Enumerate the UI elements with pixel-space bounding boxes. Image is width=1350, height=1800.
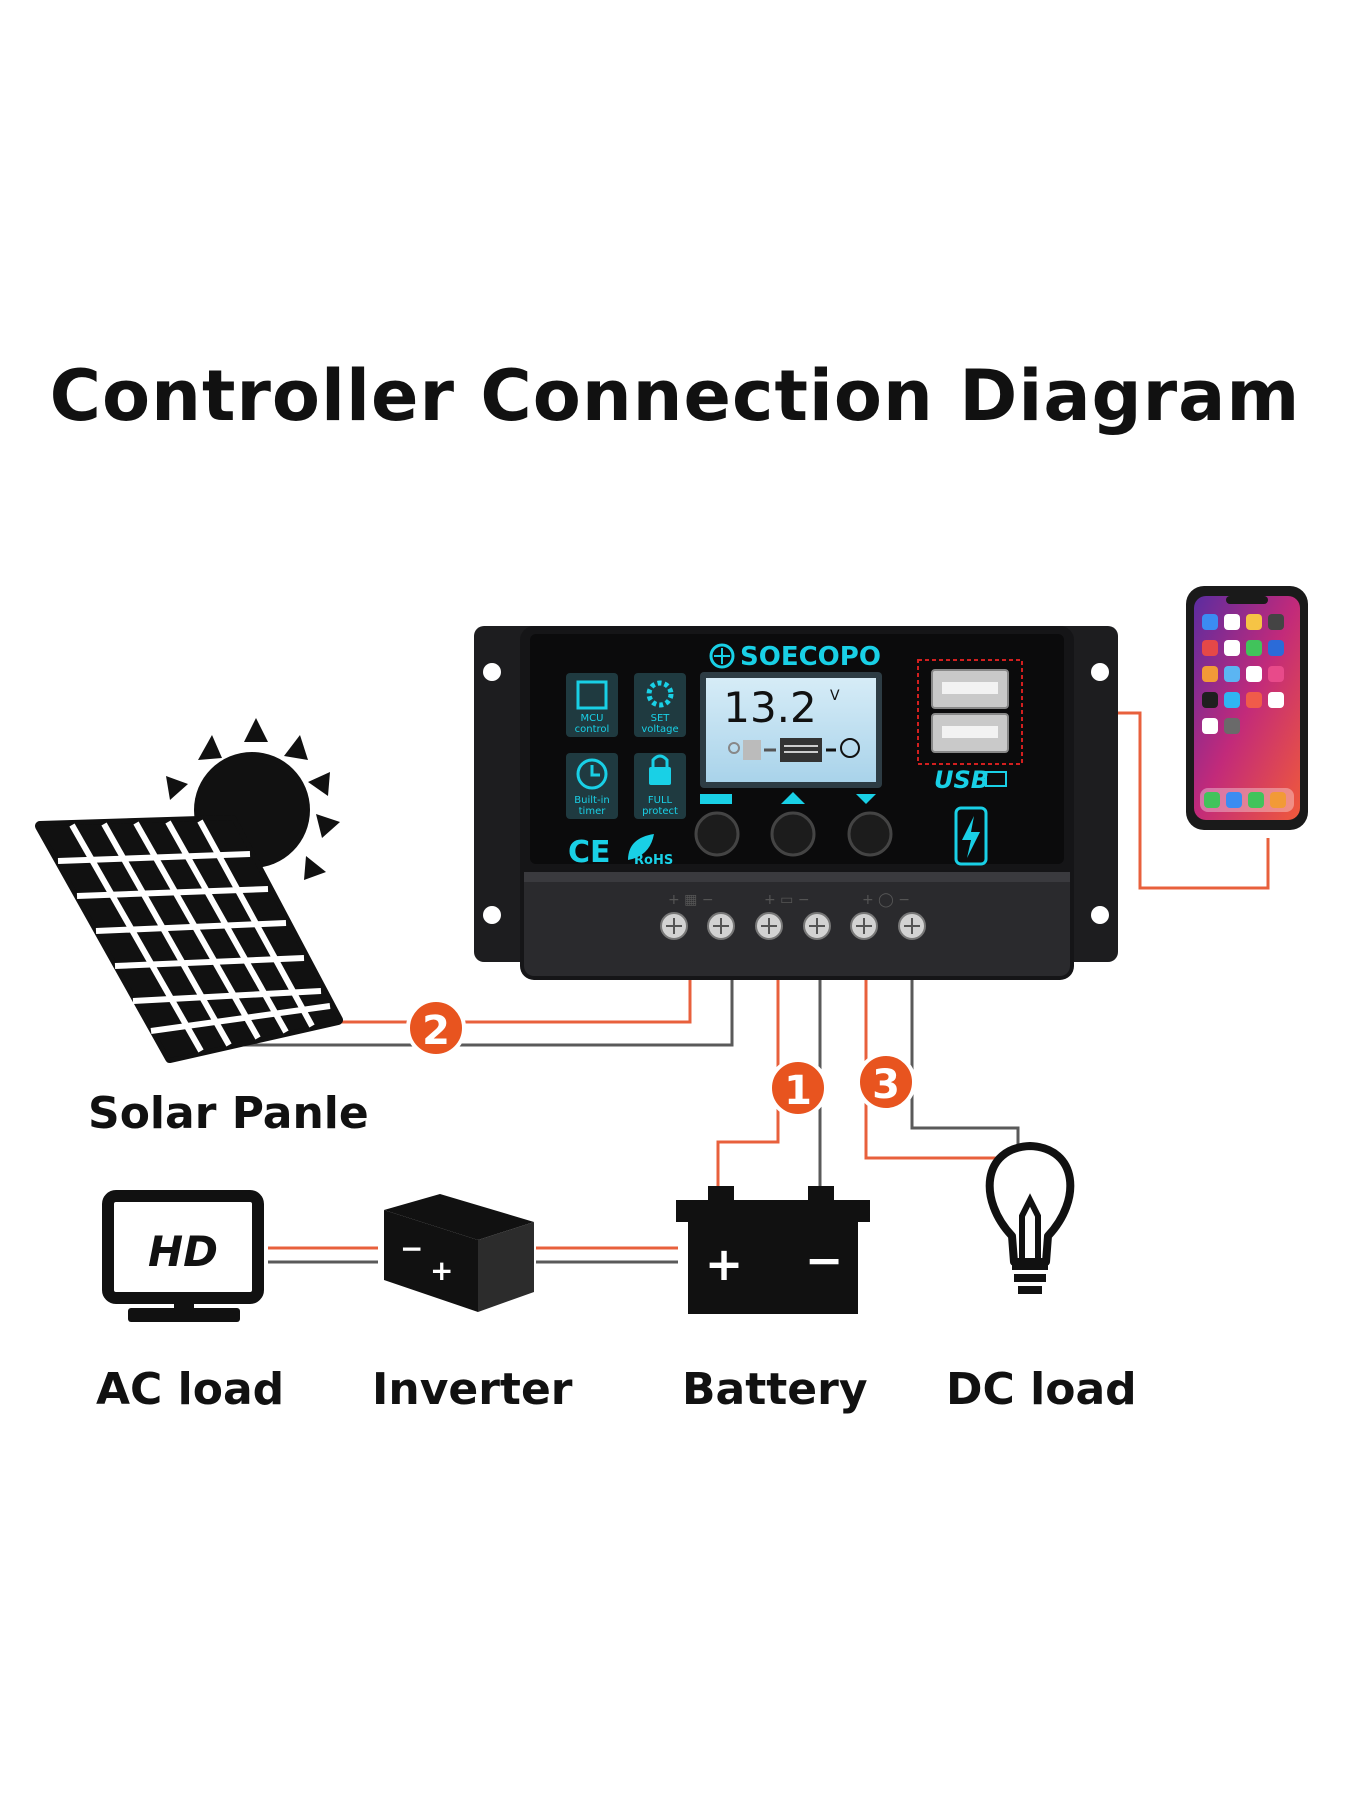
svg-text:−: − — [400, 1232, 423, 1265]
lightning-icon — [962, 816, 980, 858]
bulb-icon — [840, 738, 860, 758]
up-arrow-icon — [781, 792, 805, 804]
load-wire-positive — [864, 978, 1010, 1160]
sun-rays — [166, 718, 340, 880]
mount-hole — [1091, 906, 1109, 924]
wiring — [218, 711, 1270, 1264]
svg-text:+ ▭ −: + ▭ − — [764, 892, 810, 908]
lcd-screen — [706, 678, 876, 782]
feature-timer-line1: Built-in — [574, 795, 609, 806]
charge-controller: SOECOPO MCU control SET voltage Built-in… — [474, 626, 1118, 980]
charge-indicator — [954, 806, 988, 866]
feature-mcu-line2: control — [575, 724, 610, 735]
lock-icon — [649, 767, 671, 785]
panel-cells — [57, 819, 331, 1053]
svg-text:+ ◯ −: + ◯ − — [862, 892, 910, 908]
dc-load-label: DC load — [946, 1364, 1137, 1415]
feature-timer-line2: timer — [579, 806, 607, 817]
battery-wire-positive — [716, 978, 780, 1188]
svg-text:+: + — [430, 1254, 453, 1287]
terminal-symbols: + ▦ − + ▭ − + ◯ − — [668, 892, 910, 908]
terminal-screws — [660, 912, 926, 940]
feature-tile — [634, 753, 686, 819]
ce-mark: CE — [568, 835, 611, 870]
usb-battery-icon — [985, 771, 1007, 787]
usb-port-frame — [917, 659, 1023, 765]
brand-logo: SOECOPO — [709, 642, 881, 672]
mount-hole — [483, 906, 501, 924]
load-wire-negative — [910, 978, 1020, 1145]
brand-icon — [709, 643, 735, 669]
up-button[interactable] — [770, 811, 816, 857]
page-title: Controller Connection Diagram — [49, 355, 1301, 437]
mount-hole — [1091, 663, 1109, 681]
menu-button[interactable] — [694, 811, 740, 857]
lcd-voltage-unit: V — [830, 688, 840, 704]
svg-text:+ ▦ −: + ▦ − — [668, 892, 714, 908]
sun-icon — [728, 742, 740, 754]
usb-label: USB — [934, 766, 989, 794]
app-icons — [1200, 614, 1294, 812]
battery-body — [688, 1222, 858, 1314]
menu-icon — [700, 794, 732, 804]
bulb-filament — [1019, 1193, 1041, 1258]
svg-text:1: 1 — [784, 1068, 812, 1114]
tv-icon: HD — [102, 1190, 264, 1322]
step-marker-2: 2 — [406, 998, 466, 1058]
svg-text:2: 2 — [422, 1008, 450, 1054]
step-marker-3: 3 — [856, 1052, 916, 1112]
solar-wire-negative — [218, 978, 734, 1047]
panel-grid — [40, 820, 338, 1058]
inverter-label: Inverter — [372, 1364, 573, 1415]
svg-text:3: 3 — [872, 1062, 900, 1108]
feature-protect-line1: FULL — [648, 795, 673, 806]
inverter-top — [384, 1194, 534, 1240]
rohs-mark: RoHS — [634, 853, 673, 868]
phone-dock — [1200, 788, 1294, 812]
inverter-side — [478, 1222, 534, 1312]
panel-icon — [743, 740, 761, 760]
inverter-front — [384, 1210, 478, 1312]
svg-text:+: + — [705, 1237, 744, 1291]
leaf-icon — [628, 834, 654, 860]
terminal-strip — [524, 872, 1070, 976]
solar-panel-label: Solar Panle — [88, 1088, 369, 1139]
inverter-icon: − + — [384, 1194, 534, 1312]
down-arrow-icon — [856, 794, 876, 804]
tv-screen — [102, 1190, 264, 1304]
feature-mcu-line1: MCU — [581, 713, 604, 724]
usb-ports: USB — [917, 659, 1023, 866]
lcd-status-icons — [728, 738, 860, 762]
battery-lid — [676, 1200, 870, 1222]
feature-icons: MCU control SET voltage Built-in timer F… — [566, 673, 686, 819]
mount-hole — [483, 663, 501, 681]
clock-icon — [576, 758, 608, 790]
step-marker-1: 1 — [768, 1058, 828, 1118]
lcd-voltage-value: 13.2 — [723, 683, 817, 732]
battery-terminal-positive — [708, 1186, 734, 1202]
brand-name: SOECOPO — [740, 642, 881, 672]
feature-set-line1: SET — [651, 713, 671, 724]
down-button[interactable] — [847, 811, 893, 857]
tv-stand — [128, 1308, 240, 1322]
mcu-chip-icon — [576, 680, 608, 710]
battery-icon: + − — [676, 1186, 870, 1314]
control-buttons — [694, 792, 893, 857]
tv-label: HD — [148, 1227, 218, 1276]
feature-protect-line2: protect — [642, 806, 678, 817]
solar-panel — [35, 718, 343, 1063]
battery-label: Battery — [682, 1364, 868, 1415]
ac-load-label: AC load — [96, 1364, 285, 1415]
battery-icon — [780, 738, 822, 762]
battery-terminal-negative — [808, 1186, 834, 1202]
svg-text:−: − — [805, 1233, 844, 1287]
phone-notch — [1226, 596, 1268, 604]
smartphone — [1186, 586, 1308, 830]
lightbulb-icon — [985, 1142, 1075, 1294]
gear-icon — [646, 680, 674, 708]
feature-set-line2: voltage — [641, 724, 678, 735]
